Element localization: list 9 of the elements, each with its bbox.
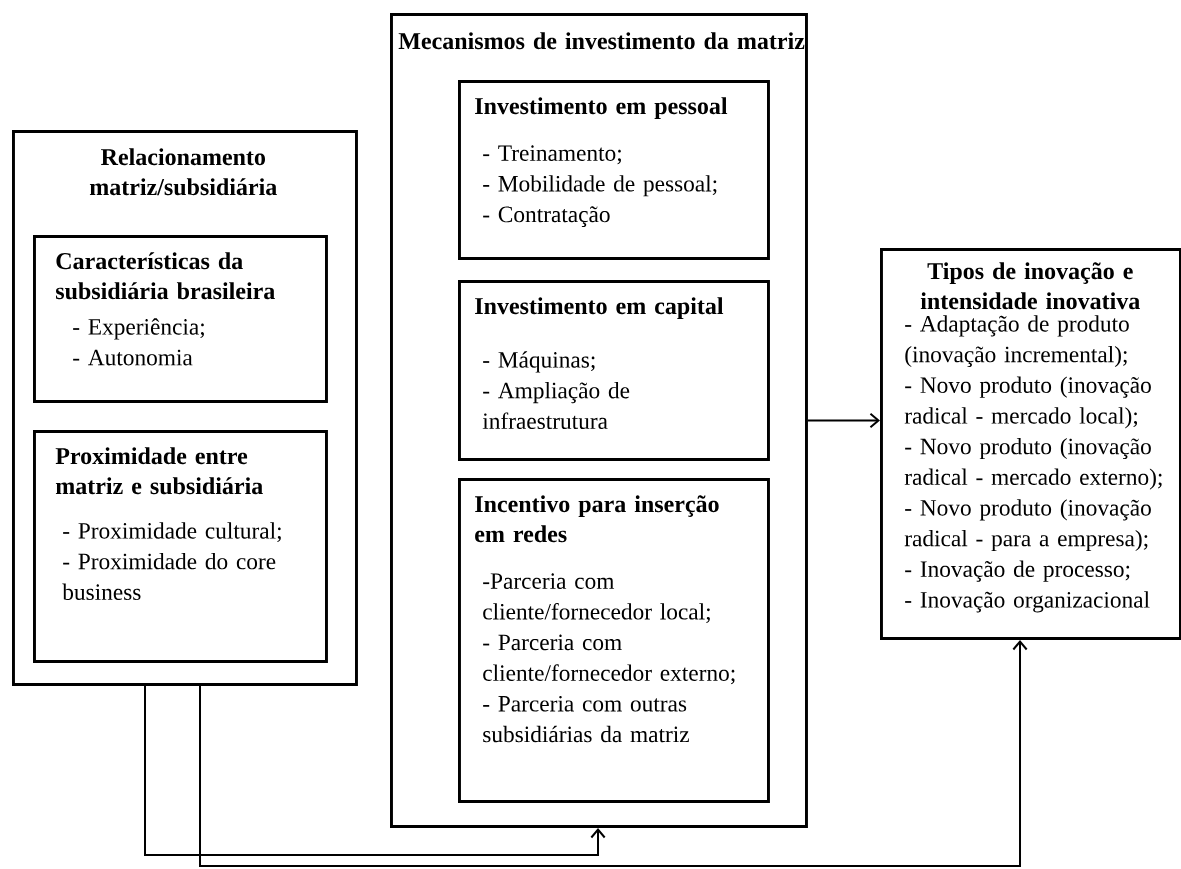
arrow [806, 412, 880, 429]
outcome-box: Tipos de inovação e intensidade inovativa - Adaptação de produto (inovação incremental); - Novo produto (inovação radical - mercado local); - Novo produto (inovação radical - mercado externo); - Novo produto (inovação radical - para a empresa); - Inovação de processo; - Inovação organizacional [880, 248, 1181, 640]
category-box: Proximidade entre matriz e subsidiária - Proximidade cultural; - Proximidade do core business [33, 430, 328, 663]
category-box: Investimento em pessoal - Treinamento; - Mobilidade de pessoal; - Contratação [458, 80, 770, 260]
arrow [144, 684, 606, 856]
category-box: Incentivo para inserção em redes -Parceria com cliente/fornecedor local; - Parceria com cliente/fornecedor externo; - Parceria com outras subsidiárias da matriz [458, 478, 770, 803]
category-box: Investimento em capital - Máquinas; - Ampliação de infraestrutura [458, 280, 770, 461]
category-box: Características da subsidiária brasileira - Experiência; - Autonomia [33, 235, 328, 403]
arrow [199, 639, 1028, 867]
